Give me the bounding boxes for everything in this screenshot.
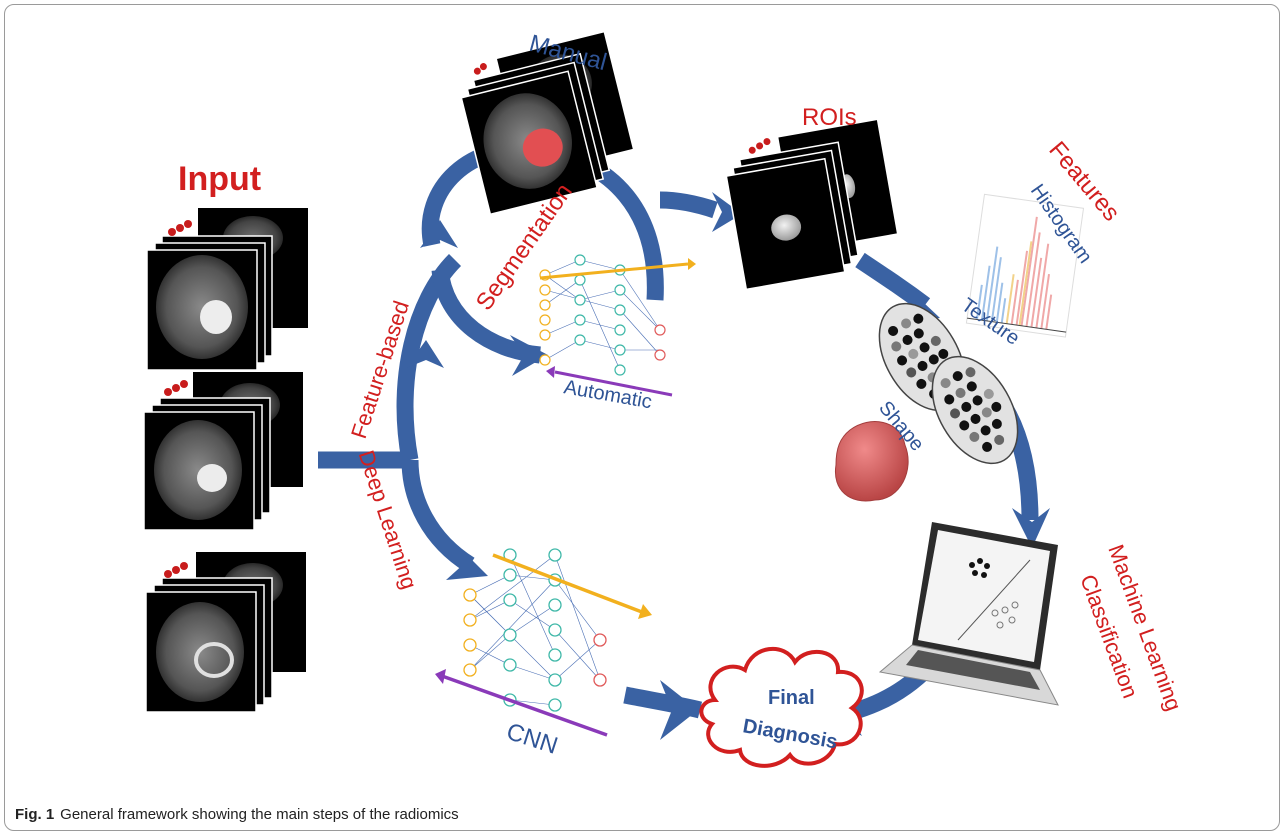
cnn-neural-network [469, 554, 601, 706]
figure-caption-text: General framework showing the main steps… [60, 806, 459, 823]
cnn-nn-nodes [463, 548, 607, 712]
label-cnn: CNN [503, 718, 561, 760]
arrowhead-segmentation [420, 220, 458, 248]
arrowhead-feature-up [406, 340, 444, 368]
arrowhead-ml [1012, 508, 1050, 548]
cnn-backprop-arrow [441, 674, 608, 737]
figure-caption-tag: Fig. 1 [15, 806, 55, 823]
rois-stack [725, 120, 897, 291]
laptop-ml-classifier [878, 522, 1059, 706]
input-title: Input [178, 160, 261, 198]
arrowhead-diagnosis-left [660, 680, 698, 740]
final-diagnosis-cloud [699, 646, 864, 768]
shape-3d-tumor [834, 421, 909, 502]
figure-caption: Fig. 1 General framework showing the main… [15, 806, 459, 823]
label-rois: ROIs [802, 104, 857, 131]
figure-frame [4, 4, 1280, 831]
cnn-forward-arrow [492, 553, 643, 614]
input-stack-2 [143, 372, 303, 531]
input-stack-1 [146, 208, 308, 371]
manual-segmentation-stack [460, 32, 633, 216]
input-stack-3 [145, 552, 306, 713]
deep-learning-arc [401, 459, 475, 573]
automatic-forward-arrow [539, 262, 689, 280]
automatic-backprop-arrow [554, 370, 673, 397]
texture-matrix-2 [931, 355, 1019, 465]
arrowhead-rois [712, 192, 742, 232]
automatic-neural-network [544, 259, 661, 371]
texture-matrix-1 [878, 302, 966, 412]
automatic-nn-nodes [539, 254, 666, 376]
label-final: Final [768, 687, 815, 709]
arrowhead-automatic [510, 335, 548, 376]
arrowhead-deep [446, 540, 488, 580]
to-rois-arrow [659, 191, 718, 219]
histogram-thumbnail [965, 193, 1085, 338]
